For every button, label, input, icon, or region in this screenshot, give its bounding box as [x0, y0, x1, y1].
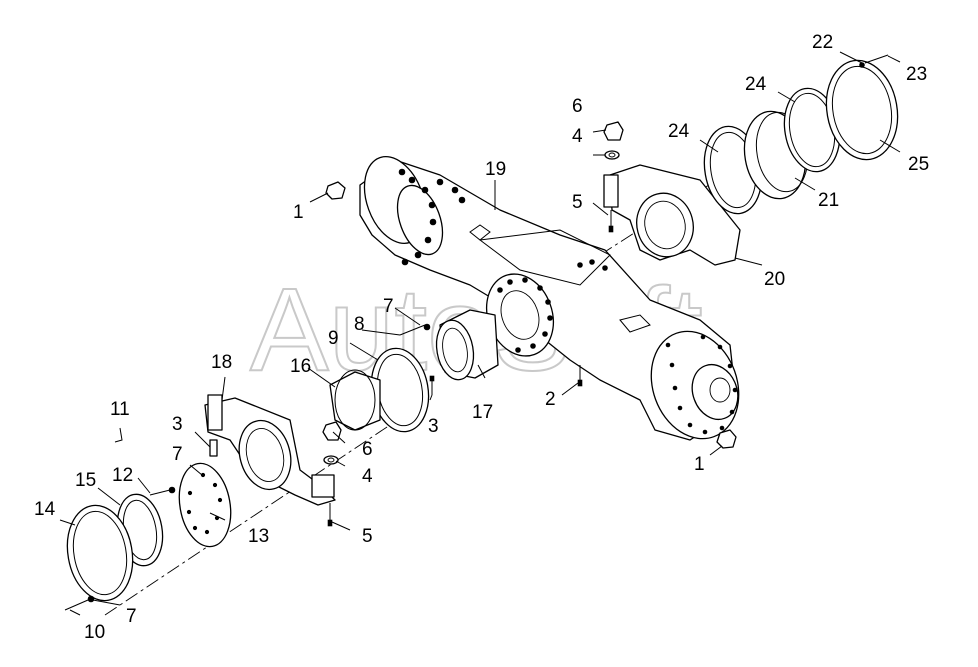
left-cover-washer-7a — [168, 486, 176, 494]
callout-13: 13 — [248, 526, 269, 547]
callout-15: 15 — [75, 470, 96, 491]
right-bracket-lug — [603, 174, 619, 208]
callout-21: 21 — [818, 190, 839, 211]
center-washer-7 — [423, 323, 431, 331]
left-bracket-lug — [207, 394, 223, 431]
housing-right-bore — [709, 377, 731, 403]
housing-bolts — [398, 168, 738, 435]
callout-1-right: 1 — [694, 454, 705, 475]
callout-6-left: 6 — [362, 439, 373, 460]
left-drain-plug — [325, 181, 346, 200]
assembly-axis-left — [104, 404, 421, 616]
right-drain-plug — [716, 429, 737, 449]
callout-6-right: 6 — [572, 96, 583, 117]
callout-7-bottom: 7 — [126, 606, 137, 627]
right-cover-bolt-23 — [864, 54, 889, 64]
right-trunnion-bracket — [603, 164, 741, 266]
callout-3-left: 3 — [172, 414, 183, 435]
right-cover-plate-25 — [825, 59, 899, 161]
callout-9: 9 — [328, 328, 339, 349]
callout-11: 11 — [110, 399, 130, 420]
callout-1-left: 1 — [293, 202, 304, 223]
callout-14: 14 — [34, 499, 56, 520]
left-shim-holes — [186, 472, 223, 535]
callout-3-center: 3 — [428, 416, 439, 437]
callout-19: 19 — [485, 159, 506, 180]
left-cover-bolt-10 — [64, 599, 89, 611]
right-trunnion-fasteners — [603, 121, 624, 233]
left-pin-3 — [209, 439, 218, 457]
callout-24-lower: 24 — [668, 121, 690, 142]
callout-labels: 1 1 2 3 3 4 4 5 5 6 6 7 7 7 8 9 10 11 12… — [34, 32, 929, 643]
left-cover-bolt-12 — [149, 489, 171, 496]
right-trunnion-nut — [603, 121, 624, 141]
left-trunnion-bracket — [204, 394, 336, 506]
callout-16: 16 — [290, 356, 311, 377]
left-cover-washer-7b — [87, 595, 95, 603]
callout-7-center: 7 — [383, 296, 394, 317]
callout-8: 8 — [354, 314, 365, 335]
bearing-ring-16 — [329, 371, 381, 431]
callout-4-left: 4 — [362, 466, 373, 487]
left-cover-stack — [64, 462, 232, 611]
part-11-marker — [114, 427, 123, 443]
callout-10: 10 — [84, 622, 105, 643]
callout-18: 18 — [211, 352, 232, 373]
right-cover-washer-22 — [859, 62, 865, 68]
callout-22: 22 — [812, 32, 833, 53]
callout-25: 25 — [908, 154, 929, 175]
center-bolt-8 — [399, 324, 426, 336]
callout-23: 23 — [906, 64, 927, 85]
callout-12: 12 — [112, 465, 133, 486]
left-cover-plate-14 — [66, 504, 134, 602]
center-differential-bore — [500, 290, 540, 340]
housing-top-plate — [478, 229, 611, 286]
callout-24-upper: 24 — [745, 74, 767, 95]
callout-4-right: 4 — [572, 126, 583, 147]
callout-17: 17 — [472, 402, 493, 423]
left-shim-plate-13 — [178, 462, 232, 548]
callout-7-left: 7 — [172, 444, 183, 465]
callout-5-right: 5 — [572, 192, 583, 213]
right-seal-rings — [703, 54, 899, 215]
callout-5-left: 5 — [362, 526, 373, 547]
callout-20: 20 — [764, 269, 785, 290]
center-bearing-parts — [329, 309, 499, 433]
callout-2: 2 — [545, 389, 556, 410]
leader-lines — [59, 51, 901, 616]
left-bracket-pad — [311, 474, 335, 498]
